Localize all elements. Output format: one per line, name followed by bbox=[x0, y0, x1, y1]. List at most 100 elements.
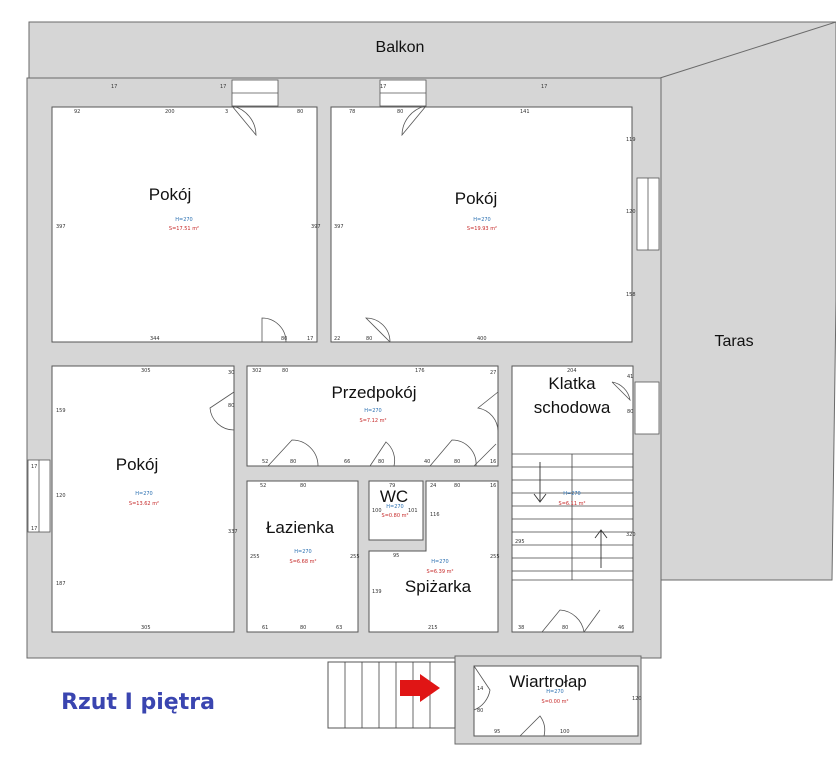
dim-label: 176 bbox=[415, 368, 425, 374]
dim-label: 14 bbox=[477, 686, 483, 692]
dim-label: 100 bbox=[560, 729, 570, 735]
dim-label: 17 bbox=[111, 84, 117, 90]
dim-label: 38 bbox=[518, 625, 524, 631]
dim-label: 215 bbox=[428, 625, 438, 631]
dim-label: 3 bbox=[225, 109, 228, 115]
room-area: S=13.62 m² bbox=[129, 501, 159, 507]
room-height: H=270 bbox=[135, 491, 153, 497]
dim-label: 397 bbox=[56, 224, 66, 230]
room-area: S=19.93 m² bbox=[467, 226, 497, 232]
room-bathroom bbox=[246, 480, 359, 633]
dim-label: 17 bbox=[541, 84, 547, 90]
room-height: H=270 bbox=[294, 549, 312, 555]
dim-label: 80 bbox=[378, 459, 384, 465]
room-height: H=270 bbox=[386, 504, 404, 510]
room-wc bbox=[368, 480, 424, 541]
room-height: H=270 bbox=[431, 559, 449, 565]
dim-label: 295 bbox=[515, 539, 525, 545]
dim-label: 397 bbox=[334, 224, 344, 230]
dim-label: 17 bbox=[380, 84, 386, 90]
dim-label: 187 bbox=[56, 581, 66, 587]
terrace-label: Taras bbox=[714, 333, 753, 350]
dim-label: 16 bbox=[490, 483, 496, 489]
dim-label: 92 bbox=[74, 109, 80, 115]
dim-label: 337 bbox=[228, 529, 238, 535]
dim-label: 80 bbox=[228, 403, 234, 409]
room-area: S=7.12 m² bbox=[360, 418, 387, 424]
dim-label: 80 bbox=[281, 336, 287, 342]
room-name-line1: Klatka bbox=[548, 374, 596, 393]
dim-label: 78 bbox=[349, 109, 355, 115]
dim-label: 100 bbox=[372, 508, 382, 514]
dim-label: 17 bbox=[307, 336, 313, 342]
dim-label: 52 bbox=[262, 459, 268, 465]
room-area: S=17.51 m² bbox=[169, 226, 199, 232]
room-height: H=270 bbox=[546, 689, 564, 695]
terrace-area bbox=[659, 21, 836, 581]
dim-label: 16 bbox=[490, 459, 496, 465]
dim-label: 80 bbox=[290, 459, 296, 465]
room-height: H=270 bbox=[175, 217, 193, 223]
dim-label: 120 bbox=[632, 696, 642, 702]
stair-arrows bbox=[533, 462, 608, 568]
dim-label: 80 bbox=[627, 409, 633, 415]
dim-label: 397 bbox=[311, 224, 321, 230]
room-name: Spiżarka bbox=[405, 577, 472, 596]
dim-label: 120 bbox=[56, 493, 66, 499]
room-height: H=270 bbox=[364, 408, 382, 414]
dim-label: 101 bbox=[408, 508, 418, 514]
dim-label: 80 bbox=[282, 368, 288, 374]
entrance-steps bbox=[327, 661, 456, 729]
room-left bbox=[51, 365, 235, 633]
dim-label: 80 bbox=[366, 336, 372, 342]
dim-label: 80 bbox=[562, 625, 568, 631]
dim-label: 305 bbox=[141, 368, 151, 374]
dim-label: 17 bbox=[31, 464, 37, 470]
room-area: S=6.68 m² bbox=[290, 559, 317, 565]
room-name: Pokój bbox=[116, 455, 159, 474]
room-name: Pokój bbox=[149, 185, 192, 204]
dim-label: 305 bbox=[141, 625, 151, 631]
dim-label: 80 bbox=[397, 109, 403, 115]
dim-label: 41 bbox=[627, 374, 633, 380]
dim-label: 120 bbox=[626, 209, 636, 215]
room-area: S=0.80 m² bbox=[382, 513, 409, 519]
dim-label: 116 bbox=[430, 512, 440, 518]
room-name-line2: schodowa bbox=[534, 398, 611, 417]
dim-label: 320 bbox=[626, 532, 636, 538]
room-name: Pokój bbox=[455, 189, 498, 208]
room-name: WC bbox=[380, 487, 408, 506]
dim-label: 79 bbox=[389, 483, 395, 489]
dim-label: 17 bbox=[220, 84, 226, 90]
dim-label: 302 bbox=[252, 368, 262, 374]
room-top-left bbox=[51, 106, 318, 343]
room-name: Łazienka bbox=[266, 518, 335, 537]
room-area: S=6.39 m² bbox=[427, 569, 454, 575]
dim-label: 66 bbox=[344, 459, 350, 465]
room-height: H=270 bbox=[473, 217, 491, 223]
room-hallway bbox=[246, 365, 499, 467]
dim-label: 80 bbox=[297, 109, 303, 115]
dim-label: 158 bbox=[626, 292, 636, 298]
room-stairwell bbox=[511, 365, 634, 633]
balcony-label: Balkon bbox=[376, 39, 425, 56]
room-area: S=6.11 m² bbox=[559, 501, 586, 507]
dim-label: 400 bbox=[477, 336, 487, 342]
entrance-arrow bbox=[400, 674, 440, 702]
stairs bbox=[512, 453, 633, 581]
dim-label: 255 bbox=[250, 554, 260, 560]
room-height: H=270 bbox=[563, 491, 581, 497]
plan-title: Rzut I piętra bbox=[61, 690, 215, 715]
dim-label: 24 bbox=[430, 483, 436, 489]
dim-label: 17 bbox=[31, 526, 37, 532]
room-name: Przedpokój bbox=[331, 383, 416, 402]
dim-label: 40 bbox=[424, 459, 430, 465]
dim-label: 63 bbox=[336, 625, 342, 631]
dim-label: 46 bbox=[618, 625, 624, 631]
windows bbox=[27, 79, 660, 533]
dim-label: 80 bbox=[300, 483, 306, 489]
dim-label: 80 bbox=[454, 459, 460, 465]
dim-label: 255 bbox=[350, 554, 360, 560]
dim-label: 255 bbox=[490, 554, 500, 560]
